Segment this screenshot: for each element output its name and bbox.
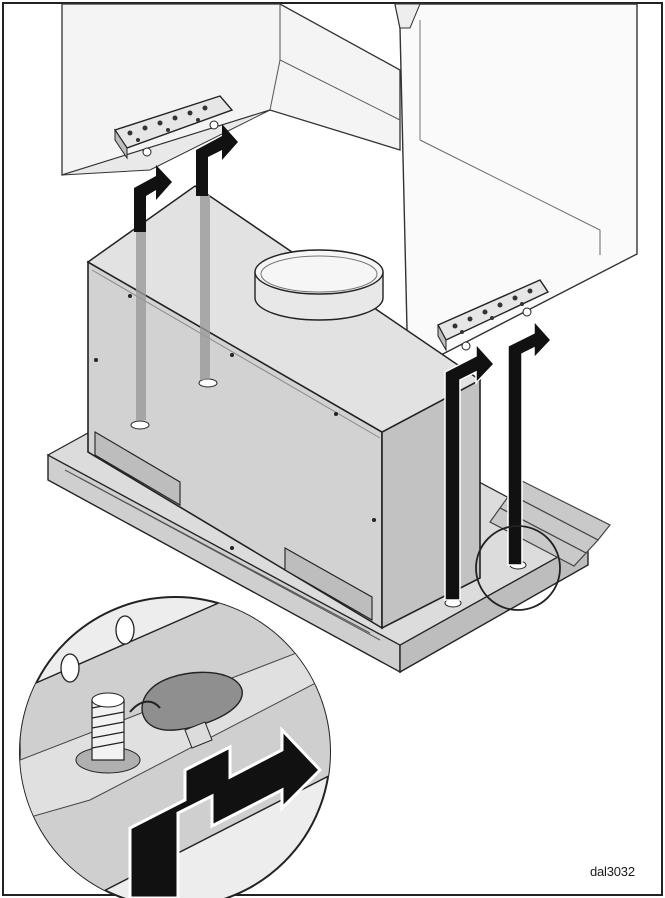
detail-callout-circle	[475, 525, 561, 611]
lift-arrow-left-1	[134, 165, 172, 232]
figure-reference-code: dal3032	[590, 864, 635, 879]
exhaust-collar	[254, 249, 384, 321]
left-mounting-bracket	[113, 95, 234, 160]
right-wall-cabinet	[394, 3, 638, 374]
screw-guide-lines	[136, 195, 210, 420]
zoom-detail	[19, 596, 331, 898]
right-mounting-bracket	[437, 279, 550, 352]
lift-arrow-left-2	[196, 124, 238, 196]
lift-arrow-right-2	[507, 319, 553, 566]
lift-arrow-right-1	[444, 342, 496, 601]
